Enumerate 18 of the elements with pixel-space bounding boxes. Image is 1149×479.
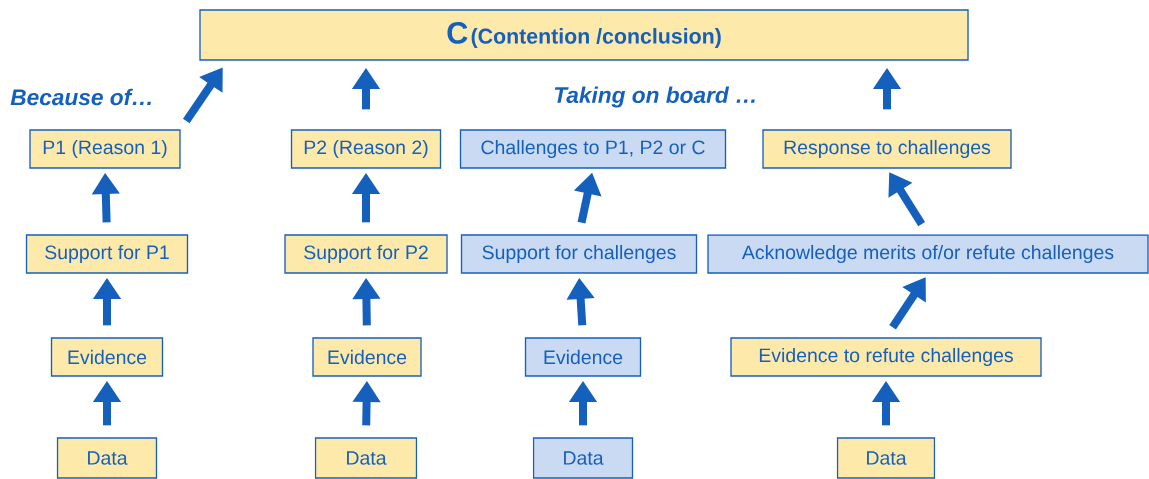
heading-label: Taking on board …: [554, 86, 755, 108]
text-box: Data: [836, 437, 936, 479]
text-box: Support for P2: [284, 234, 448, 274]
text-box: Data: [56, 437, 158, 479]
text-box: Evidence to refute challenges: [730, 337, 1042, 377]
text-box: Support for challenges: [460, 234, 698, 274]
text-box: Data: [314, 437, 418, 479]
text-box: P1 (Reason 1): [29, 129, 181, 169]
text-box: Challenges to P1, P2 or C: [459, 129, 727, 169]
heading-label: Because of…: [10, 88, 151, 106]
text-box: Acknowledge merits of/or refute challenges: [707, 234, 1149, 274]
text-box: P2 (Reason 2): [290, 129, 442, 169]
text-box: Response to challenges: [762, 129, 1012, 169]
text-box: Support for P1: [25, 234, 189, 274]
text-box: Evidence: [50, 337, 164, 377]
text-box: Evidence: [312, 337, 422, 377]
text-box: Data: [532, 437, 634, 479]
text-box: Evidence: [524, 337, 642, 377]
